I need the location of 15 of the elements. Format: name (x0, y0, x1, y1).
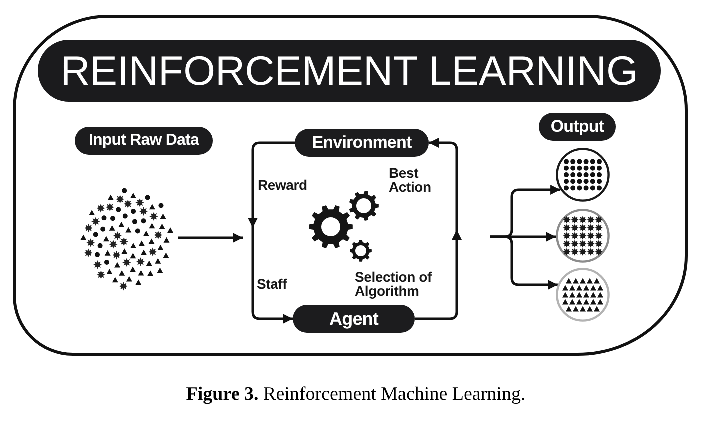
pill-label: Environment (295, 129, 429, 157)
title-banner: REINFORCEMENT LEARNING (38, 40, 661, 102)
flow-label: Selection of Algorithm (355, 270, 434, 298)
flow-label: Staff (257, 277, 288, 291)
dot-grid-circle (556, 148, 610, 202)
figure-caption: Figure 3. Reinforcement Machine Learning. (186, 384, 526, 406)
flow-label: Reward (258, 178, 308, 192)
branch-arrow (490, 236, 558, 290)
pill-label: Input Raw Data (75, 127, 213, 155)
arrow (178, 233, 243, 243)
flow-label: Best Action (389, 166, 432, 194)
pill-label: Agent (293, 305, 415, 333)
star-grid-circle (556, 209, 610, 263)
triangle-grid-circle (556, 268, 610, 322)
pill-label: Output (539, 113, 616, 141)
